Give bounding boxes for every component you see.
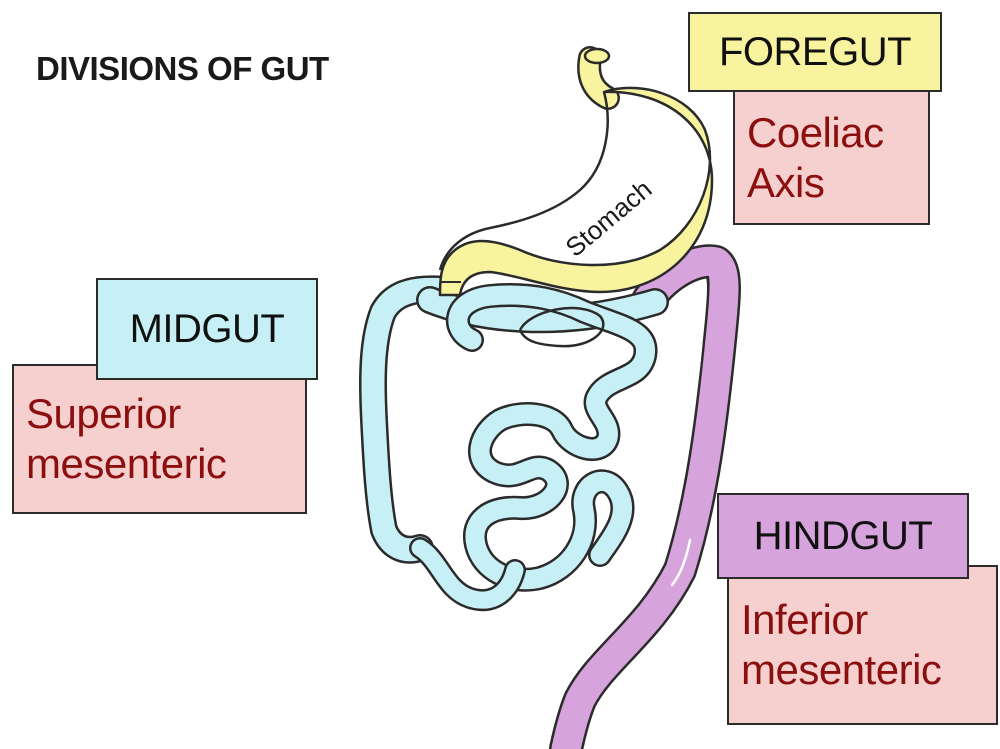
hindgut-artery-line1: Inferior — [741, 595, 996, 645]
hindgut-label: HINDGUT — [717, 493, 969, 579]
foregut-stomach: Stomach — [440, 49, 712, 295]
superior-mesenteric-box: Superior mesenteric — [12, 364, 307, 514]
foregut-label: FOREGUT — [688, 12, 942, 92]
coeliac-axis-box: Coeliac Axis — [733, 90, 930, 225]
midgut-artery-line2: mesenteric — [26, 439, 305, 489]
midgut-artery-line1: Superior — [26, 389, 305, 439]
stomach-label: Stomach — [560, 174, 658, 263]
foregut-artery-line2: Axis — [747, 158, 928, 208]
diagram-title: DIVISIONS OF GUT — [36, 50, 329, 88]
midgut-small-intestine — [373, 289, 655, 600]
midgut-label: MIDGUT — [96, 278, 318, 380]
foregut-artery-line1: Coeliac — [747, 108, 928, 158]
hindgut-artery-line2: mesenteric — [741, 645, 996, 695]
inferior-mesenteric-box: Inferior mesenteric — [727, 565, 998, 725]
